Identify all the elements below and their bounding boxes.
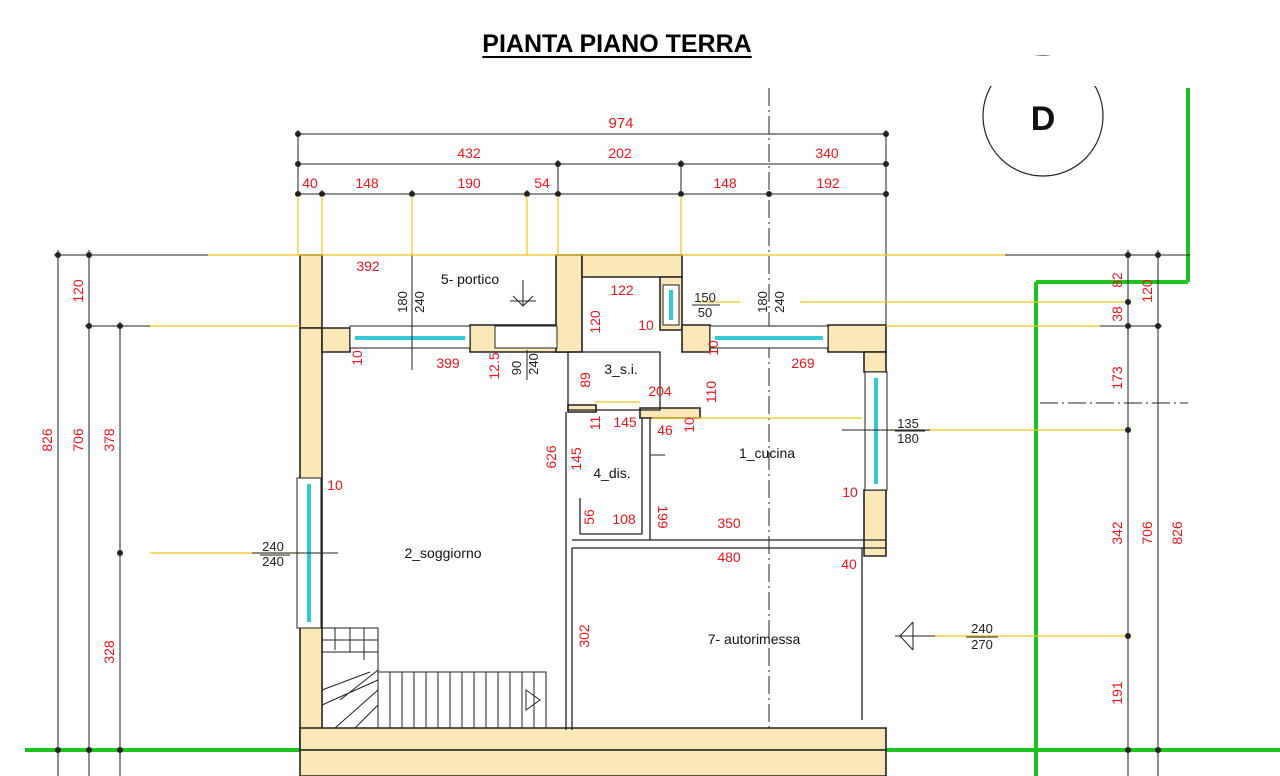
room-labels: 5- portico 3_s.i. 1_cucina 4_dis. 2_sogg… [404,271,800,647]
dim-378-left: 378 [101,428,117,452]
dim-148a: 148 [355,175,379,191]
room-cucina: 1_cucina [739,445,795,461]
page-title: PIANTA PIANO TERRA [482,30,752,58]
dim-342-right: 342 [1109,521,1125,545]
compass-label: D [1031,100,1056,138]
dim-269: 269 [791,355,815,371]
dim-480: 480 [717,549,741,565]
dim-120-left: 120 [70,279,86,303]
room-portico: 5- portico [441,271,500,287]
dim-11: 11 [587,416,603,431]
dim-110: 110 [703,381,719,404]
opening-sizes: 180 240 150 50 180 240 90 240 135 180 24… [260,290,998,652]
axis-lines [768,88,1188,740]
dim-432: 432 [457,145,481,161]
dim-145a: 145 [613,414,637,430]
dim-38-right: 38 [1109,306,1125,322]
dim-54: 54 [534,175,550,191]
opening-240-west-top: 240 [262,539,284,554]
property-boundary [25,88,1280,776]
room-autorimessa: 7- autorimessa [708,631,801,647]
dim-350: 350 [717,515,741,531]
dim-340: 340 [815,145,839,161]
dim-10-dis: 10 [681,417,697,433]
compass-marker: D [975,55,1111,177]
dim-10-east: 10 [842,484,858,500]
dim-122: 122 [610,282,634,298]
room-dis: 4_dis. [593,465,630,481]
opening-markers [252,296,930,554]
dim-148b: 148 [713,175,737,191]
dim-399: 399 [436,355,460,371]
staircase [321,627,547,729]
dim-89: 89 [577,372,593,388]
dim-10-kitchen: 10 [705,340,721,356]
inner-dimensions: 392 122 120 10 399 12.5 89 204 110 10 10… [327,258,858,648]
left-dimension-lines [54,250,300,776]
dim-173-right: 173 [1109,366,1125,390]
dim-190: 190 [457,175,481,191]
dim-40-garage: 40 [841,556,857,572]
opening-270-garage: 270 [971,637,993,652]
dim-46: 46 [657,422,673,438]
dim-199: 199 [655,505,671,529]
dim-82-right: 82 [1109,272,1125,288]
dim-706-left: 706 [70,428,86,452]
dim-204: 204 [648,383,672,399]
opening-240-door: 240 [526,353,541,375]
dim-120-si: 120 [587,310,603,334]
windows [296,284,888,629]
opening-180-living: 180 [395,291,410,313]
opening-150: 150 [694,290,716,305]
dim-145b: 145 [568,447,584,471]
dim-192: 192 [816,175,840,191]
dim-40: 40 [302,175,318,191]
interior-lines [565,351,886,730]
dim-56: 56 [581,509,597,525]
dim-120-right: 120 [1139,279,1155,303]
dim-10-living: 10 [349,350,365,366]
opening-240-garage: 240 [971,621,993,636]
opening-180-kitchen: 180 [755,291,770,313]
dim-10-si: 10 [638,317,654,333]
top-dimensions: 974 432 202 340 40 148 190 54 148 192 [302,115,840,191]
dim-total: 974 [608,115,633,132]
dim-392: 392 [356,258,380,274]
opening-50: 50 [698,305,712,320]
entry-arrows [510,280,935,651]
dim-706-right: 706 [1139,521,1155,545]
top-dimension-lines [295,130,889,370]
opening-90: 90 [509,361,524,375]
opening-240-west-bottom: 240 [262,554,284,569]
dim-826-right: 826 [1169,521,1185,545]
dim-10-west: 10 [327,477,343,493]
dim-826-left: 826 [39,428,55,452]
dim-202: 202 [608,145,632,161]
opening-135: 135 [897,416,919,431]
opening-240-living: 240 [412,291,427,313]
dim-328-left: 328 [101,640,117,664]
dim-626: 626 [543,445,559,469]
opening-180-east: 180 [897,431,919,446]
left-dimensions: 826 706 378 120 328 [39,279,117,664]
room-soggiorno: 2_soggiorno [404,545,481,561]
dim-191-right: 191 [1109,681,1125,705]
room-si: 3_s.i. [604,361,637,377]
dim-302: 302 [576,624,592,648]
dim-12-5: 12.5 [486,352,502,379]
dim-108: 108 [612,511,636,527]
opening-240-kitchen: 240 [772,291,787,313]
right-dimensions: 82 120 38 173 342 706 826 191 [1109,272,1185,705]
